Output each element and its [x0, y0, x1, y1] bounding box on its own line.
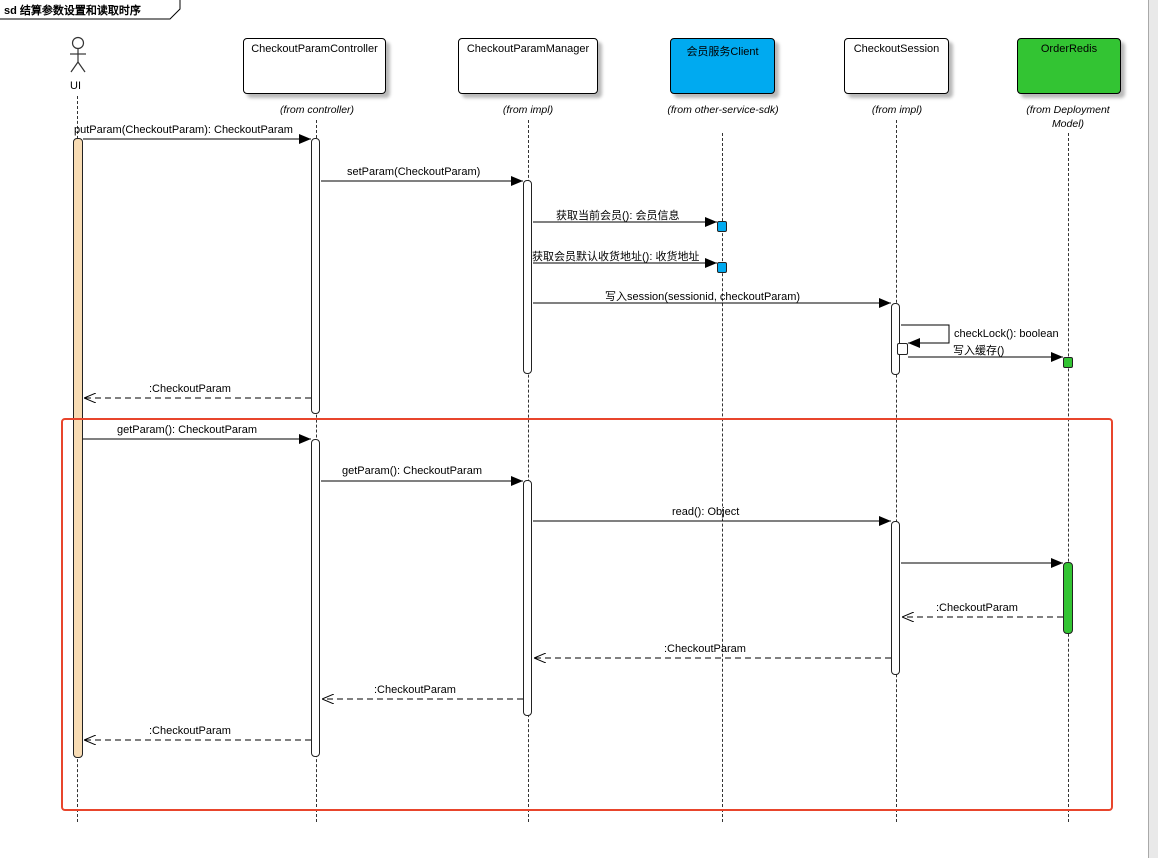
message-label: 写入缓存()	[953, 345, 1005, 357]
message-label: :CheckoutParam	[149, 725, 231, 737]
participant-name: CheckoutParamManager	[466, 43, 590, 55]
participant-name: CheckoutParamController	[251, 43, 378, 55]
frame-tab: sd 结算参数设置和读取时序	[0, 0, 181, 20]
participant-stereotype: (from Deployment Model)	[1026, 104, 1110, 130]
participant-checkout-param-manager[interactable]: CheckoutParamManager	[458, 38, 598, 94]
scrollbar-vertical[interactable]	[1148, 0, 1158, 858]
participant-name: CheckoutSession	[853, 43, 940, 55]
participant-stereotype: (from impl)	[871, 104, 923, 116]
frame-title: sd 结算参数设置和读取时序	[4, 5, 141, 17]
lifeline-manager	[528, 120, 529, 822]
message-label: 写入session(sessionid, checkoutParam)	[605, 291, 801, 303]
participant-stereotype: (from impl)	[502, 104, 554, 116]
message-label: checkLock(): boolean	[954, 328, 1059, 340]
lifeline-order-redis	[1068, 133, 1069, 822]
participant-name: OrderRedis	[1040, 43, 1098, 55]
participant-stereotype: (from other-service-sdk)	[667, 104, 779, 116]
activation-controller-2	[311, 439, 320, 757]
participant-checkout-session[interactable]: CheckoutSession	[844, 38, 949, 94]
lifeline-checkout-session	[896, 120, 897, 822]
lifeline-member-client	[722, 133, 723, 822]
activation-redis-2	[1063, 562, 1073, 634]
activation-manager-2	[523, 480, 532, 716]
activation-redis-1	[1063, 357, 1073, 368]
message-label: read(): Object	[672, 506, 740, 518]
activation-controller-1	[311, 138, 320, 414]
participant-name: 会员服务Client	[686, 46, 759, 58]
participant-stereotype: (from controller)	[279, 104, 355, 116]
message-label: putParam(CheckoutParam): CheckoutParam	[74, 124, 293, 136]
activation-manager-1	[523, 180, 532, 374]
highlight-box	[61, 418, 1113, 811]
activation-session-2	[891, 521, 900, 675]
actor-label: UI	[70, 80, 81, 92]
actor-figure-icon	[70, 36, 86, 73]
frame-tab-outline	[0, 0, 181, 20]
activation-member-2	[717, 262, 727, 273]
activation-member-1	[717, 221, 727, 232]
message-label: 获取会员默认收货地址(): 收货地址	[532, 251, 700, 263]
message-label: :CheckoutParam	[149, 383, 231, 395]
participant-order-redis[interactable]: OrderRedis	[1017, 38, 1121, 94]
message-label: 获取当前会员(): 会员信息	[556, 210, 680, 222]
activation-session-1	[891, 303, 900, 375]
participant-checkout-param-controller[interactable]: CheckoutParamController	[243, 38, 386, 94]
message-label: setParam(CheckoutParam)	[347, 166, 481, 178]
message-label: :CheckoutParam	[374, 684, 456, 696]
message-m6	[901, 324, 950, 348]
participant-member-service-client[interactable]: 会员服务Client	[670, 38, 775, 94]
activation-session-self	[897, 343, 908, 355]
message-label: :CheckoutParam	[936, 602, 1018, 614]
message-label: getParam(): CheckoutParam	[342, 465, 482, 477]
activation-ui	[73, 138, 83, 758]
message-label: :CheckoutParam	[664, 643, 746, 655]
message-label: getParam(): CheckoutParam	[117, 424, 257, 436]
